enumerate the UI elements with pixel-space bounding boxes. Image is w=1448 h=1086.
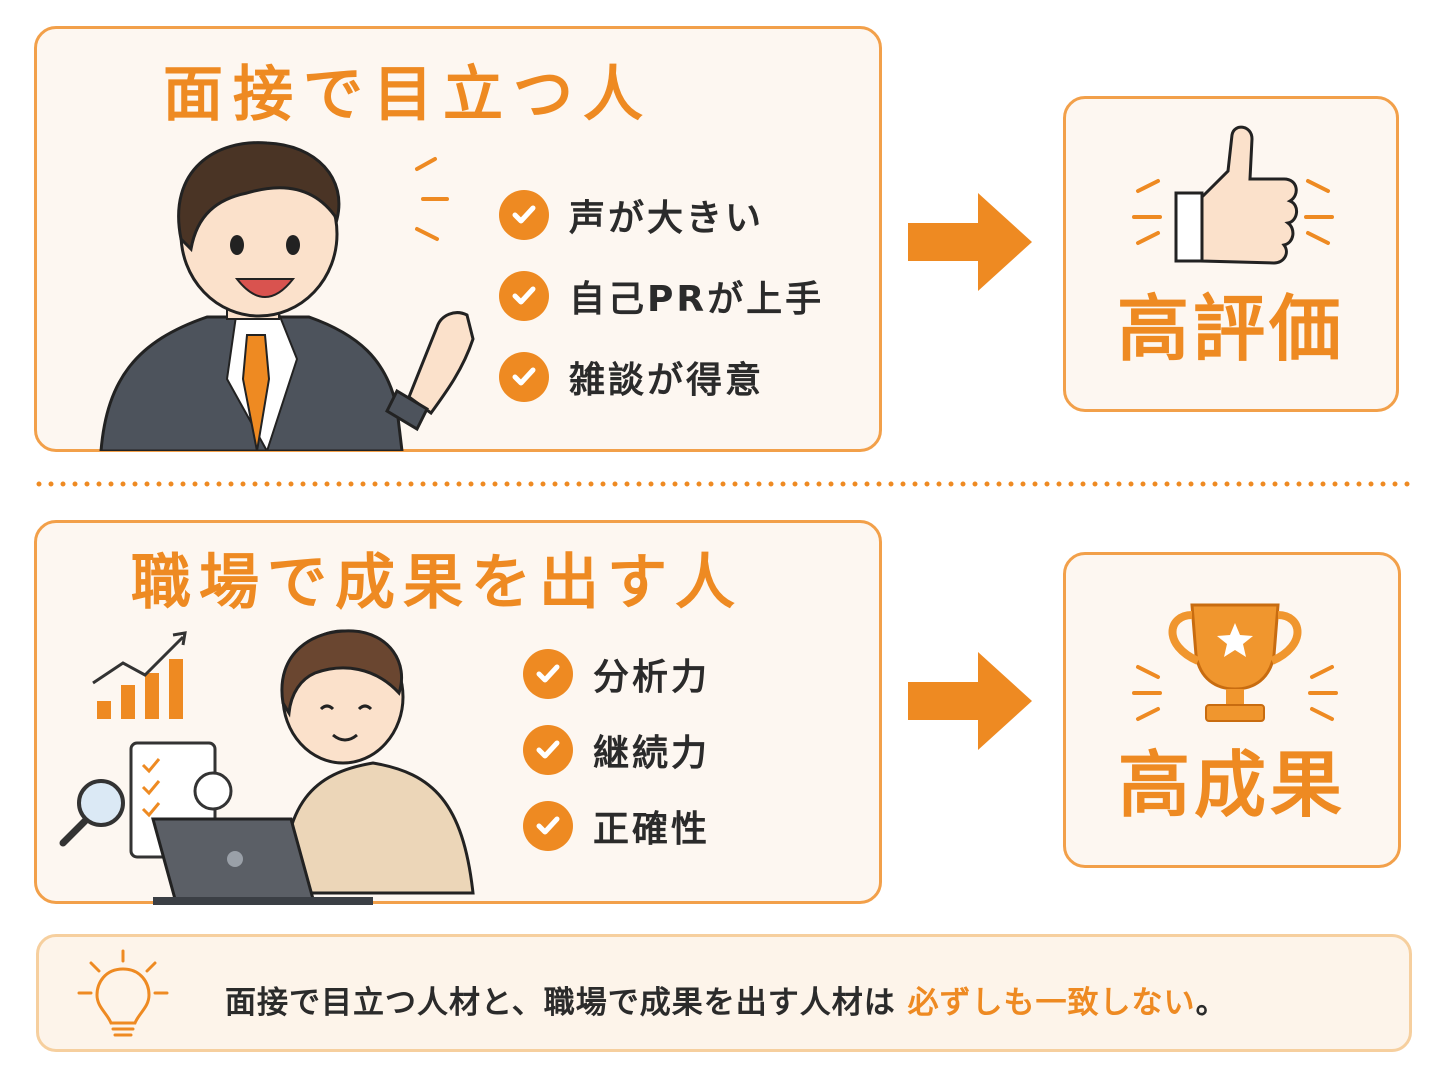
arrow-right-icon — [908, 652, 1032, 750]
check-icon — [523, 801, 573, 851]
dotted-divider — [36, 481, 1414, 487]
check-label: 正確性 — [593, 809, 711, 850]
note-highlight: 必ずしも一致しない — [907, 985, 1196, 1021]
list-item: 継続力 — [523, 725, 710, 775]
check-icon — [499, 352, 549, 402]
note-end: 。 — [1195, 985, 1228, 1021]
list-item: 声が大きい — [499, 189, 824, 241]
check-label: 雑談が得意 — [569, 360, 765, 401]
note-main-text: 面接で目立つ人材と、職場で成果を出す人材は — [225, 985, 896, 1021]
workplace-checklist: 分析力 継続力 正確性 — [523, 649, 710, 877]
check-icon — [523, 649, 573, 699]
check-label: 自己PRが上手 — [569, 279, 825, 320]
list-item: 分析力 — [523, 649, 710, 699]
thumbs-up-icon — [1132, 125, 1334, 265]
lightbulb-icon — [77, 949, 169, 1037]
conclusion-text: 面接で目立つ人材と、職場で成果を出す人材は 必ずしも一致しない。 — [225, 977, 1228, 1022]
high-performance-card: 高成果 — [1063, 552, 1401, 868]
office-worker-illustration — [59, 629, 475, 905]
result-label: 高評価 — [1116, 287, 1345, 371]
interview-checklist: 声が大きい 自己PRが上手 雑談が得意 — [499, 189, 824, 432]
result-label: 高成果 — [1117, 743, 1346, 827]
businessman-illustration — [99, 141, 475, 451]
list-item: 雑談が得意 — [499, 351, 824, 403]
check-icon — [499, 271, 549, 321]
arrow-right-icon — [908, 193, 1032, 291]
workplace-panel: 職場で成果を出す人 分析力 継続力 — [34, 520, 882, 905]
interview-panel: 面接で目立つ人 声が大きい 自己PRが上手 — [34, 26, 882, 452]
check-label: 継続力 — [593, 733, 711, 774]
workplace-heading: 職場で成果を出す人 — [131, 548, 743, 618]
list-item: 自己PRが上手 — [499, 270, 824, 322]
conclusion-note: 面接で目立つ人材と、職場で成果を出す人材は 必ずしも一致しない。 — [36, 934, 1412, 1052]
check-icon — [523, 725, 573, 775]
interview-heading: 面接で目立つ人 — [163, 60, 653, 130]
high-evaluation-card: 高評価 — [1063, 96, 1399, 412]
check-label: 分析力 — [593, 657, 711, 698]
check-label: 声が大きい — [569, 198, 765, 239]
trophy-icon — [1132, 603, 1338, 722]
check-icon — [499, 190, 549, 240]
list-item: 正確性 — [523, 801, 710, 851]
